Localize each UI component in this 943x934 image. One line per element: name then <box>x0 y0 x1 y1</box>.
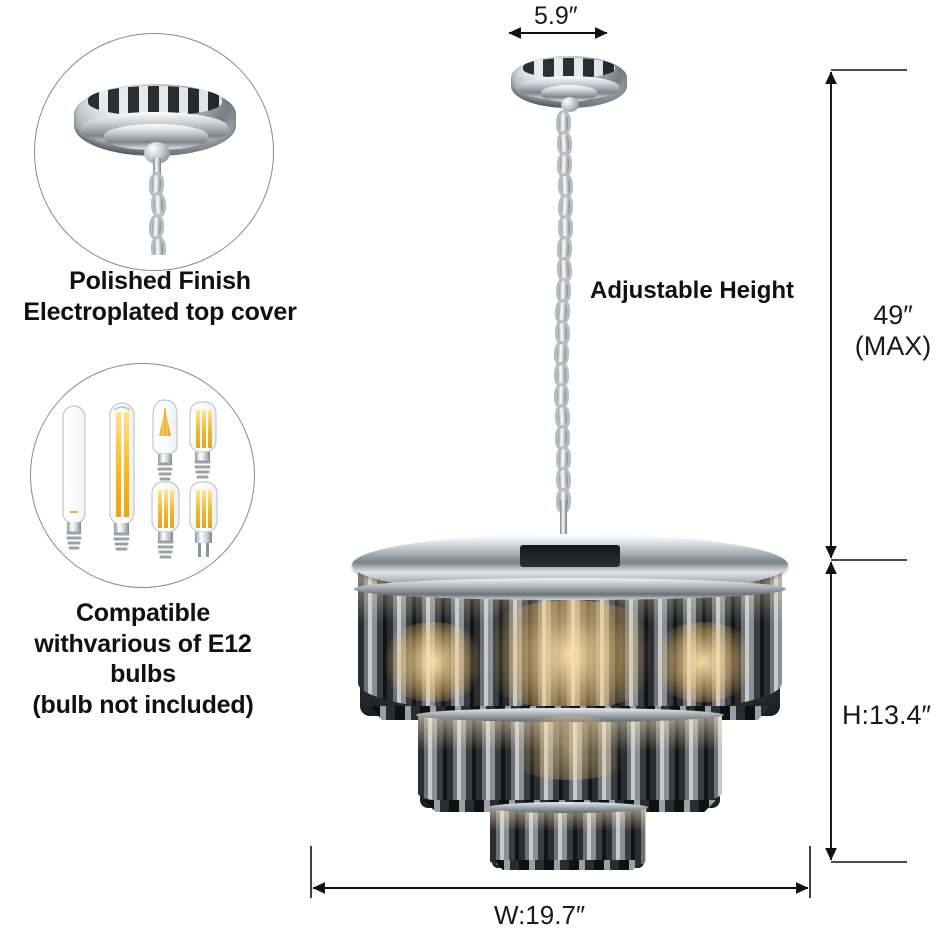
stem-rod <box>560 500 567 540</box>
tier2-crystal-prisms <box>418 716 722 808</box>
tier3-prism-tips <box>494 860 642 870</box>
canopy-photo <box>52 60 257 255</box>
bulb-compatibility-illustration <box>62 399 218 559</box>
canopy-caption-line-1: Polished Finish <box>69 267 251 295</box>
bulb-tubular-short-2 <box>151 481 180 559</box>
bulb-tubular-long-2 <box>109 402 135 551</box>
callout-caption-bulbs: Compatible withvarious of E12 bulbs (bul… <box>8 598 278 720</box>
bulb-flame-candle <box>152 399 178 481</box>
tier3-crystal-prisms <box>490 808 646 868</box>
ceiling-canopy <box>505 52 633 124</box>
tier3-top-chrome-edge <box>488 802 648 813</box>
label-total-height-value: 49″ <box>873 300 913 330</box>
tier1-rim-lower-lip <box>354 578 786 600</box>
label-total-height-qualifier: (MAX) <box>854 331 932 362</box>
canopy-caption-line-2: Electroplated top cover <box>23 297 297 326</box>
label-fixture-width: W:19.7″ <box>494 900 586 930</box>
label-adjustable-height: Adjustable Height <box>590 277 795 304</box>
bulb-tubular-short-g9 <box>189 481 218 557</box>
label-total-height: 49″ (MAX) <box>843 300 943 362</box>
tier2-top-chrome-edge <box>416 708 724 722</box>
bulbs-caption-line-1: Compatible <box>75 599 211 627</box>
bulbs-caption-line-3: (bulb not included) <box>32 690 254 719</box>
bulb-tubular-long-1 <box>62 405 86 550</box>
suspension-chain <box>553 109 574 530</box>
label-canopy-width: 5.9″ <box>534 2 578 30</box>
bulb-tubular-short-1 <box>189 401 217 479</box>
tier1-rim-dark-notch <box>520 545 620 567</box>
bulbs-caption-line-2: withvarious of E12 bulbs <box>34 629 252 689</box>
label-fixture-height: H:13.4″ <box>842 700 932 730</box>
callout-caption-canopy: Polished Finish Electroplated top cover <box>10 266 310 327</box>
